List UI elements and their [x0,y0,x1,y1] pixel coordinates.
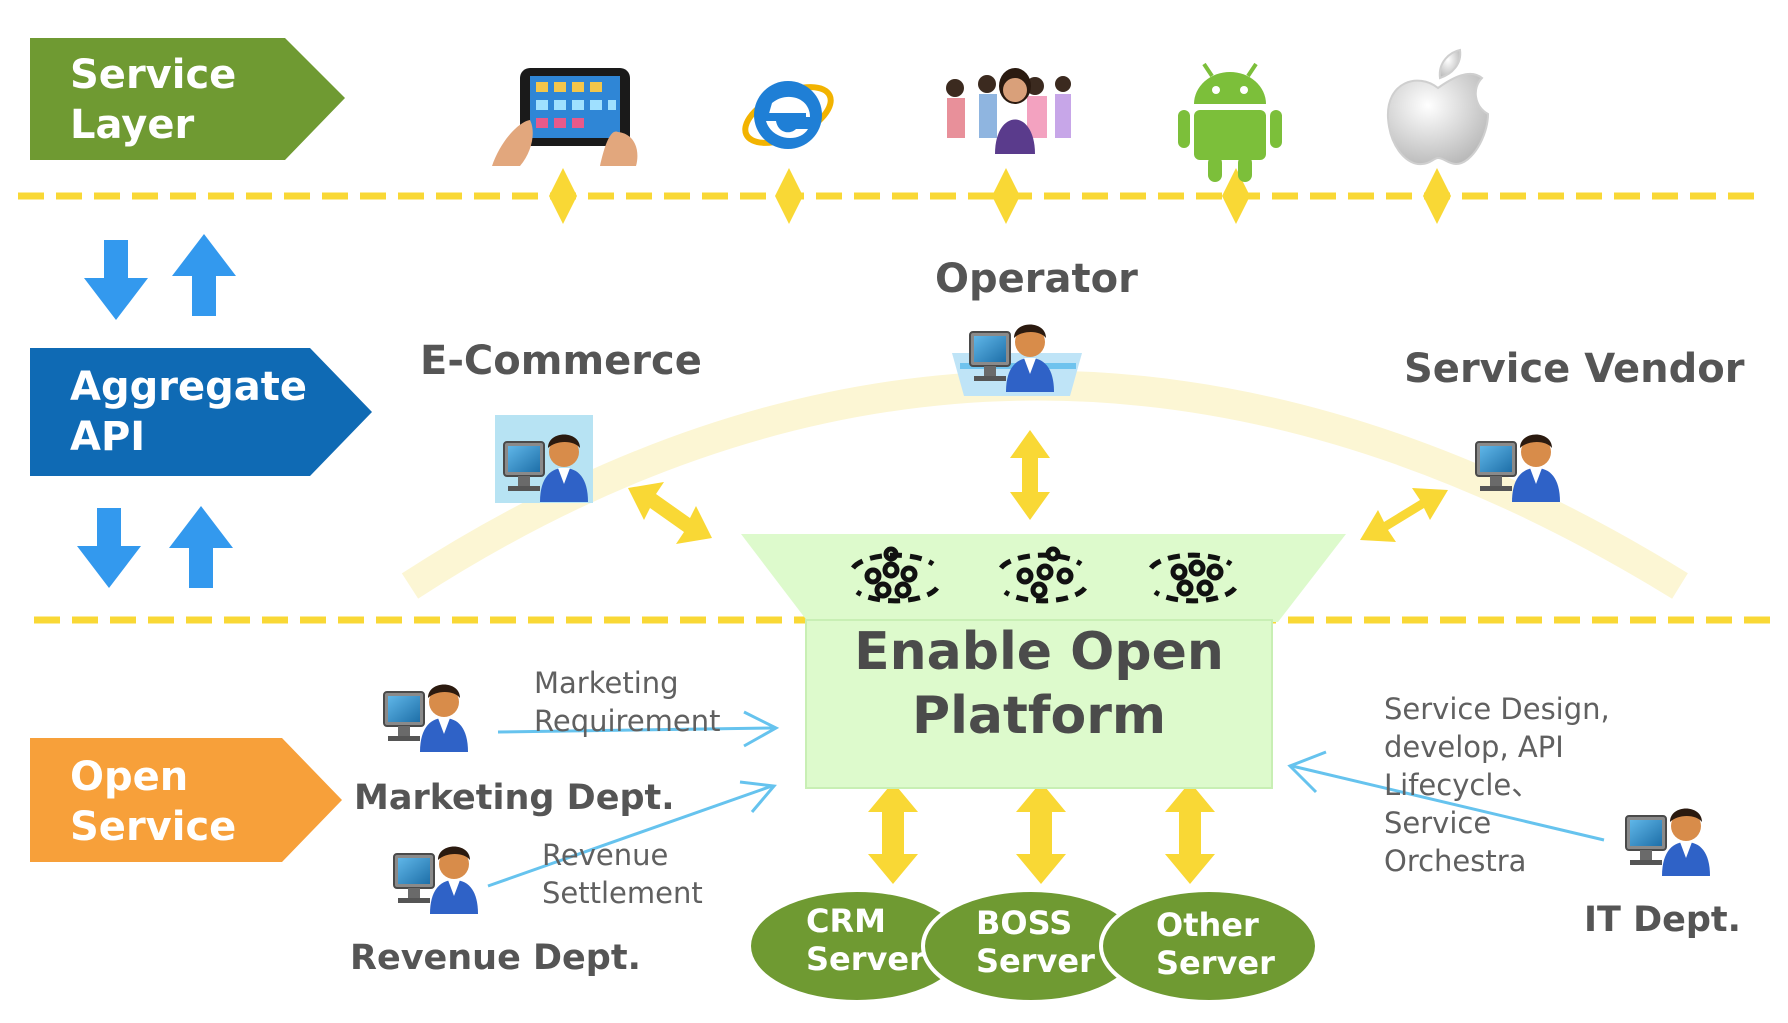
aggregate-api-banner [30,348,372,476]
connector-diamond [992,168,1020,224]
other-server-node [1099,888,1319,1004]
double-arrow-icon [1165,782,1215,884]
it-flow-line5: Orchestra [1384,844,1527,878]
double-arrow-icon [868,782,918,884]
platform-title-line2: Platform [911,686,1167,746]
boss-server-label: BOSS Server [976,904,1095,980]
revenue-flow-line1: Revenue [542,838,669,872]
marketing-flow-line2: Requirement [534,704,721,738]
service-layer-line1: Service [70,52,237,98]
revenue-flow-line2: Settlement [542,876,703,910]
server-nodes [747,888,1319,1004]
connector-diamond [1222,168,1250,224]
marketing-flow-label: Marketing Requirement [534,664,721,740]
api-cluster-icon [1148,552,1238,604]
it-flow-line1: Service Design, [1384,692,1610,726]
layer-flow-arrows [77,234,236,588]
double-arrow-icon [1010,430,1050,520]
boss-server-line2: Server [976,942,1095,980]
open-service-line1: Open [70,754,189,800]
it-flow-label: Service Design, develop, API Lifecycle、 … [1384,690,1610,880]
open-platform-box [805,619,1273,789]
open-service-label: Open Service [70,752,236,852]
api-cluster-icon [998,546,1088,604]
aggregate-api-line1: Aggregate [70,364,307,410]
revenue-dept-label: Revenue Dept. [350,938,641,978]
service-layer-line2: Layer [70,102,195,148]
arrow-down-icon [77,508,141,588]
flow-lines [487,710,1605,888]
connector-diamond [549,168,577,224]
marketing-flow-line1: Marketing [534,666,679,700]
other-server-line1: Other [1156,906,1259,944]
aggregate-api-label: Aggregate API [70,362,307,462]
platform-link-arrows [628,430,1448,884]
mobile-users-icon [946,68,1071,154]
android-icon [1178,62,1282,182]
ecommerce-label: E-Commerce [420,338,702,384]
arrow-down-icon [84,240,148,320]
it-dept-label: IT Dept. [1584,900,1741,940]
internet-explorer-icon [742,81,834,149]
other-server-label: Other Server [1156,906,1275,982]
it-flow-line2: develop, API [1384,730,1564,764]
apple-icon [1386,48,1490,166]
service-layer-banner [30,38,345,160]
boss-server-line1: BOSS [976,904,1073,942]
revenue-flow-label: Revenue Settlement [542,836,703,912]
crm-server-line1: CRM [806,902,886,940]
connector-diamond [1423,168,1451,224]
other-server-line2: Server [1156,944,1275,982]
double-arrow-icon [1016,782,1066,884]
revenue-dept-user-icon [393,845,479,915]
tablet-icon [492,68,638,166]
connector-diamond [775,168,803,224]
platform-title-line1: Enable Open [854,622,1224,682]
double-arrow-icon [1360,488,1448,542]
crm-server-line2: Server [806,940,925,978]
marketing-dept-user-icon [383,683,469,753]
divider-connectors [549,168,1451,224]
arrow-up-icon [169,506,233,588]
open-service-banner [30,738,342,862]
it-flow-line3: Lifecycle、 [1384,768,1541,802]
it-flow-line4: Service [1384,806,1492,840]
service-layer-label: Service Layer [70,50,236,150]
double-arrow-icon [628,482,712,544]
api-cluster-icon [850,546,940,604]
arrow-up-icon [172,234,236,316]
platform-title: Enable Open Platform [806,620,1272,748]
aggregate-api-line2: API [70,414,146,460]
service-vendor-label: Service Vendor [1404,346,1745,392]
operator-user-icon [952,323,1082,396]
it-dept-user-icon [1625,807,1711,877]
operator-label: Operator [935,256,1138,302]
open-service-line2: Service [70,804,237,850]
marketing-dept-label: Marketing Dept. [354,778,675,818]
crm-server-label: CRM Server [806,902,925,978]
ecommerce-user-icon [495,415,593,503]
